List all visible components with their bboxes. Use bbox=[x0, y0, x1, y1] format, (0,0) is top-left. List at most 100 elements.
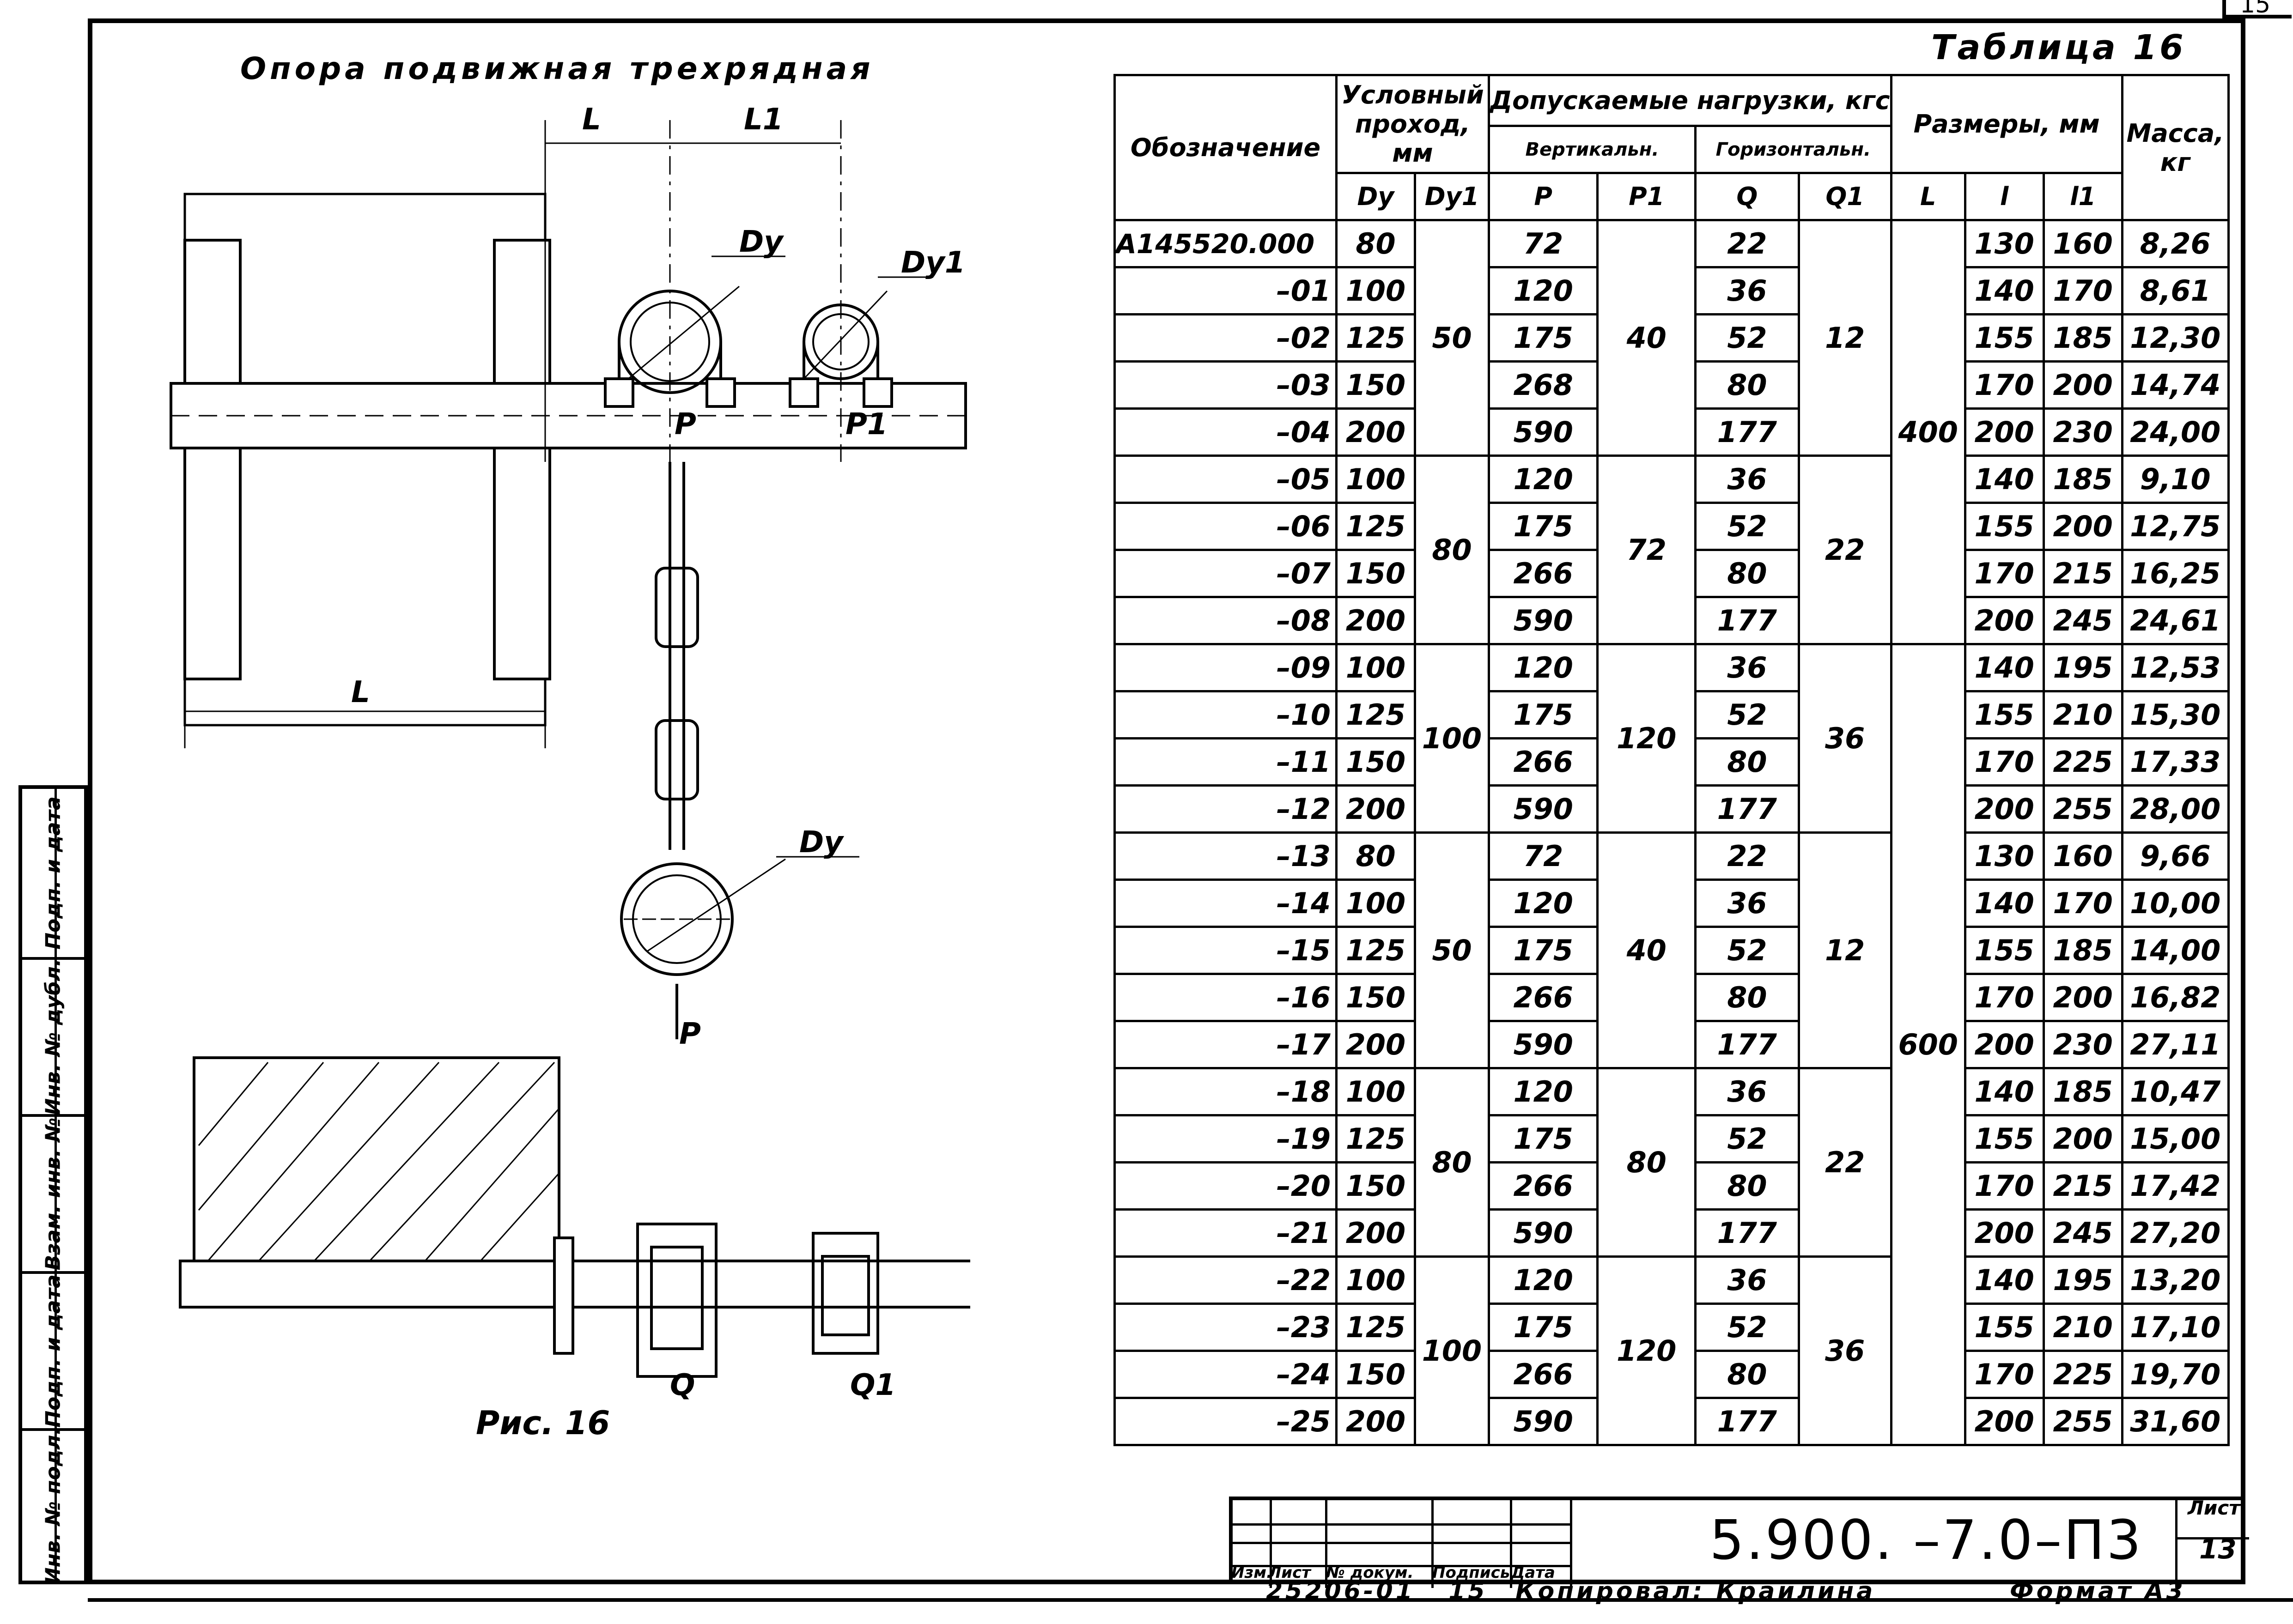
header-loads: Допускаемые нагрузки, кгс bbox=[1488, 74, 1892, 127]
cell-l1: 200 bbox=[2042, 973, 2123, 1022]
cell-Q1: 22 bbox=[1797, 454, 1892, 645]
cell-l: 140 bbox=[1964, 643, 2045, 692]
cell-mass: 15,30 bbox=[2121, 690, 2230, 739]
copied-by: Копировал: Краилина bbox=[1515, 1577, 1876, 1605]
cell-mass: 17,42 bbox=[2121, 1161, 2230, 1211]
cell-P: 590 bbox=[1487, 1020, 1599, 1069]
cell-l1: 230 bbox=[2042, 407, 2123, 457]
cell-designation: –22 bbox=[1113, 1255, 1338, 1305]
cell-designation: –08 bbox=[1113, 596, 1338, 645]
label-L-top: L bbox=[582, 103, 601, 137]
cell-designation: –04 bbox=[1113, 407, 1338, 457]
label-Q1: Q1 bbox=[850, 1368, 896, 1402]
cell-mass: 16,82 bbox=[2121, 973, 2230, 1022]
cell-l: 155 bbox=[1964, 926, 2045, 975]
clamp-side-2 bbox=[812, 1232, 879, 1355]
cell-Dy: 100 bbox=[1335, 1067, 1416, 1116]
cell-mass: 27,20 bbox=[2121, 1208, 2230, 1258]
cell-l1: 195 bbox=[2042, 643, 2123, 692]
header-mass: Масса, кг bbox=[2121, 74, 2230, 221]
cell-designation: –11 bbox=[1113, 737, 1338, 787]
corner-page-box: 15 bbox=[2222, 0, 2292, 18]
side-cell-original-inv: Инв. № подл. bbox=[41, 1427, 65, 1585]
cell-P: 590 bbox=[1487, 1208, 1599, 1258]
cell-designation: –12 bbox=[1113, 784, 1338, 834]
cell-Dy: 100 bbox=[1335, 879, 1416, 928]
cell-l: 170 bbox=[1964, 973, 2045, 1022]
label-L1-top: L1 bbox=[744, 103, 783, 137]
cell-P: 266 bbox=[1487, 1350, 1599, 1399]
cell-mass: 27,11 bbox=[2121, 1020, 2230, 1069]
header-Q: Q bbox=[1694, 172, 1800, 221]
cell-Q: 36 bbox=[1694, 266, 1800, 315]
cell-P: 175 bbox=[1487, 690, 1599, 739]
cell-l: 155 bbox=[1964, 1303, 2045, 1352]
cell-l1: 195 bbox=[2042, 1255, 2123, 1305]
cell-l1: 160 bbox=[2042, 219, 2123, 268]
cell-L: 400 bbox=[1890, 219, 1966, 645]
cell-l: 155 bbox=[1964, 313, 2045, 363]
cell-designation: –16 bbox=[1113, 973, 1338, 1022]
cell-Dy: 200 bbox=[1335, 407, 1416, 457]
cell-Q: 177 bbox=[1694, 784, 1800, 834]
cell-designation: –06 bbox=[1113, 502, 1338, 551]
corner-page-number: 15 bbox=[2240, 0, 2271, 18]
cell-P: 120 bbox=[1487, 643, 1599, 692]
cell-Dy: 150 bbox=[1335, 360, 1416, 410]
cell-L: 600 bbox=[1890, 643, 1966, 1446]
header-l1: l1 bbox=[2042, 172, 2123, 221]
cell-designation: –02 bbox=[1113, 313, 1338, 363]
cell-l: 170 bbox=[1964, 549, 2045, 598]
cell-Dy: 150 bbox=[1335, 1161, 1416, 1211]
cell-Q: 36 bbox=[1694, 1067, 1800, 1116]
header-designation: Обозначение bbox=[1113, 74, 1338, 221]
cell-Q: 52 bbox=[1694, 313, 1800, 363]
cell-l: 140 bbox=[1964, 1255, 2045, 1305]
cell-designation: –01 bbox=[1113, 266, 1338, 315]
table-title: Таблица 16 bbox=[1931, 28, 2186, 67]
cell-Dy: 100 bbox=[1335, 1255, 1416, 1305]
cell-mass: 14,00 bbox=[2121, 926, 2230, 975]
cell-l1: 215 bbox=[2042, 1161, 2123, 1211]
cell-mass: 28,00 bbox=[2121, 784, 2230, 834]
sheet-format: Формат А3 bbox=[2010, 1577, 2186, 1605]
side-cell-signature-date-2: Подп. и дата bbox=[22, 789, 84, 960]
cell-l: 200 bbox=[1964, 1397, 2045, 1446]
cell-mass: 17,33 bbox=[2121, 737, 2230, 787]
cell-l1: 230 bbox=[2042, 1020, 2123, 1069]
cell-Q: 52 bbox=[1694, 926, 1800, 975]
cell-P: 590 bbox=[1487, 784, 1599, 834]
cell-P: 120 bbox=[1487, 879, 1599, 928]
cell-Q: 80 bbox=[1694, 549, 1800, 598]
cell-P: 175 bbox=[1487, 502, 1599, 551]
cell-l: 155 bbox=[1964, 690, 2045, 739]
support-drawing: L L1 Dy Dy1 P P1 L Dy P Q Q1 bbox=[170, 103, 970, 1402]
cell-l: 155 bbox=[1964, 1114, 2045, 1163]
cell-Dy: 125 bbox=[1335, 926, 1416, 975]
header-L: L bbox=[1890, 172, 1966, 221]
cell-P: 120 bbox=[1487, 454, 1599, 504]
cell-mass: 12,30 bbox=[2121, 313, 2230, 363]
cell-mass: 16,25 bbox=[2121, 549, 2230, 598]
cell-P: 175 bbox=[1487, 926, 1599, 975]
cell-Dy: 200 bbox=[1335, 1397, 1416, 1446]
cell-P: 266 bbox=[1487, 973, 1599, 1022]
bottom-border-line bbox=[88, 1598, 2293, 1602]
cell-Q: 36 bbox=[1694, 643, 1800, 692]
cell-P: 266 bbox=[1487, 1161, 1599, 1211]
slab-section bbox=[193, 1056, 560, 1262]
cell-designation: –13 bbox=[1113, 831, 1338, 881]
cell-l1: 200 bbox=[2042, 502, 2123, 551]
figure-caption: Рис. 16 bbox=[476, 1404, 610, 1442]
cell-l: 200 bbox=[1964, 596, 2045, 645]
cell-mass: 14,74 bbox=[2121, 360, 2230, 410]
